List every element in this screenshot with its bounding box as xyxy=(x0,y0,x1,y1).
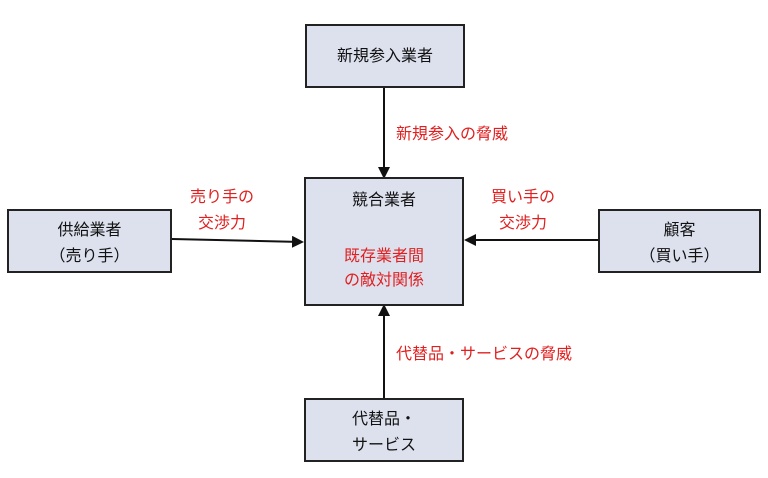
substitutes-label: 代替品・ xyxy=(351,409,416,428)
suppliers-box: 供給業者 （売り手） xyxy=(7,209,172,273)
new-entry-threat-label: 新規参入の脅威 xyxy=(396,124,509,143)
rivalry-line-2: の敵対関係 xyxy=(343,270,424,289)
customers-box: 顧客 （買い手） xyxy=(598,209,761,273)
buyer-power-line-2: 交渉力 xyxy=(499,213,548,232)
substitutes-sublabel: サービス xyxy=(351,435,416,454)
substitutes-box: 代替品・ サービス xyxy=(304,398,464,462)
new-entrants-label: 新規参入業者 xyxy=(336,46,433,65)
buyer-power-line-1: 買い手の xyxy=(491,187,556,206)
suppliers-label: 供給業者 xyxy=(57,220,122,239)
suppliers-sublabel: （売り手） xyxy=(49,246,130,265)
buyer-power-label: 買い手の 交渉力 xyxy=(491,184,555,236)
customers-sublabel: （買い手） xyxy=(639,246,720,265)
seller-power-line-1: 売り手の xyxy=(190,187,255,206)
new-entrants-box: 新規参入業者 xyxy=(305,24,465,88)
rivalry-line-1: 既存業者間 xyxy=(343,246,424,265)
seller-power-label: 売り手の 交渉力 xyxy=(190,184,254,236)
arrow-suppliers xyxy=(171,235,304,248)
seller-power-line-2: 交渉力 xyxy=(198,213,247,232)
competitors-label: 競合業者 xyxy=(351,190,416,209)
customers-label: 顧客 xyxy=(663,220,696,239)
competitors-box: 競合業者 既存業者間 の敵対関係 xyxy=(304,177,464,306)
substitute-threat-label: 代替品・サービスの脅威 xyxy=(396,344,573,363)
